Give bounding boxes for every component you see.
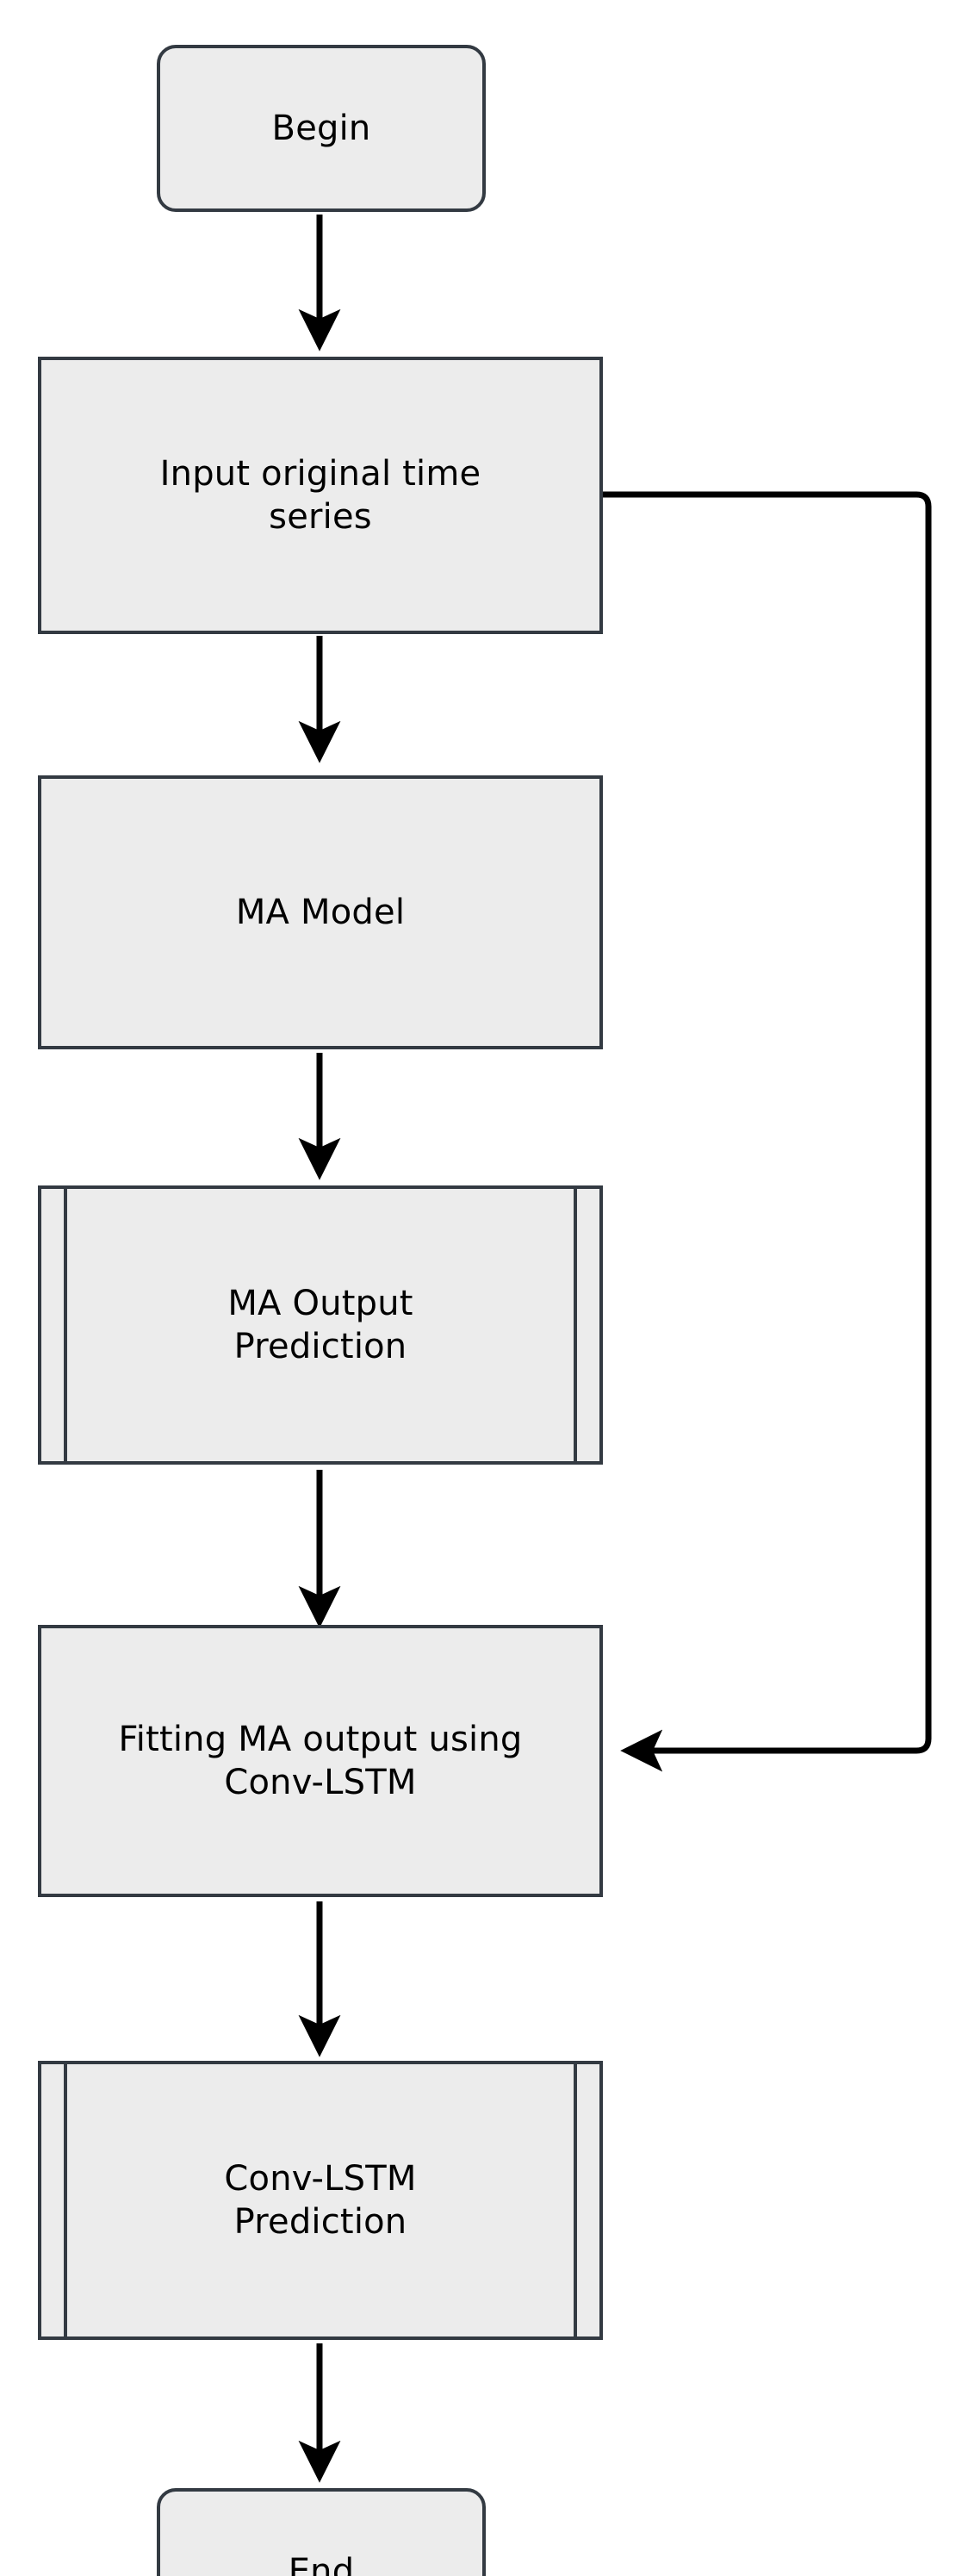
node-begin[interactable]: Begin — [157, 45, 486, 212]
node-begin-label: Begin — [271, 109, 371, 148]
node-input-original-time-series[interactable]: Input original time series — [38, 357, 603, 634]
node-ma-output-prediction-label: MA Output Prediction — [227, 1284, 413, 1366]
node-end-label: End — [288, 2552, 355, 2576]
subroutine-right-bar — [574, 1185, 577, 1465]
subroutine-right-bar — [574, 2061, 577, 2340]
node-conv-lstm-prediction-label: Conv-LSTM Prediction — [224, 2159, 417, 2242]
node-end[interactable]: End — [157, 2488, 486, 2576]
subroutine-left-bar — [64, 2061, 67, 2340]
node-fitting-ma-output-conv-lstm[interactable]: Fitting MA output using Conv-LSTM — [38, 1625, 603, 1897]
node-ma-model-label: MA Model — [235, 893, 406, 932]
node-ma-model[interactable]: MA Model — [38, 775, 603, 1049]
node-input-original-time-series-label: Input original time series — [159, 454, 481, 537]
node-conv-lstm-prediction[interactable]: Conv-LSTM Prediction — [38, 2061, 603, 2340]
node-fitting-ma-output-conv-lstm-label: Fitting MA output using Conv-LSTM — [118, 1720, 523, 1802]
subroutine-left-bar — [64, 1185, 67, 1465]
edge-input-to-fitting-bypass — [600, 491, 932, 1772]
node-ma-output-prediction[interactable]: MA Output Prediction — [38, 1185, 603, 1465]
